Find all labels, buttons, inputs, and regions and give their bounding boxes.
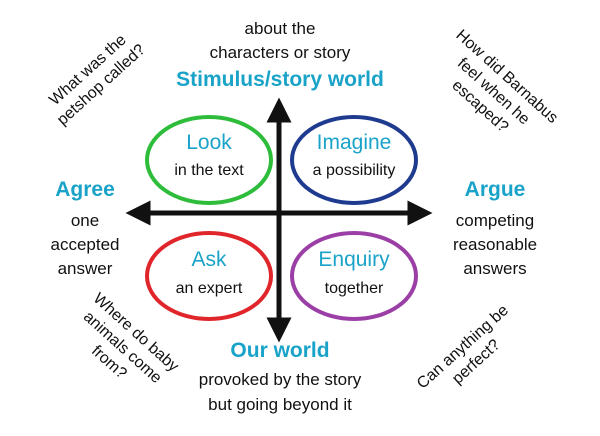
imagine-sub: a possibility [312,162,396,179]
top-title: Stimulus/story world [176,68,384,91]
right-title: Argue [464,178,526,201]
ask-oval [145,231,273,321]
imagine-title: Imagine [316,131,392,154]
ask-title: Ask [191,248,227,271]
top-line-2: characters or story [209,43,351,62]
bottom-line-1: provoked by the story [198,370,362,389]
enquiry-sub: together [324,280,384,297]
top-line-1: about the [244,19,316,38]
look-title: Look [186,131,232,154]
ask-sub: an expert [175,280,243,297]
bottom-line-2: but going beyond it [208,395,352,414]
imagine-oval [290,115,418,205]
left-line-1: one [70,211,100,230]
right-line-3: answers [463,259,527,278]
right-line-2: reasonable [452,235,538,254]
enquiry-oval [290,231,418,321]
left-line-2: accepted [50,235,120,254]
bottom-title: Our world [230,339,330,362]
look-oval [145,115,273,205]
enquiry-title: Enquiry [318,248,390,271]
look-sub: in the text [174,162,244,179]
left-line-3: answer [57,259,113,278]
right-line-1: competing [455,211,535,230]
left-title: Agree [55,178,115,201]
